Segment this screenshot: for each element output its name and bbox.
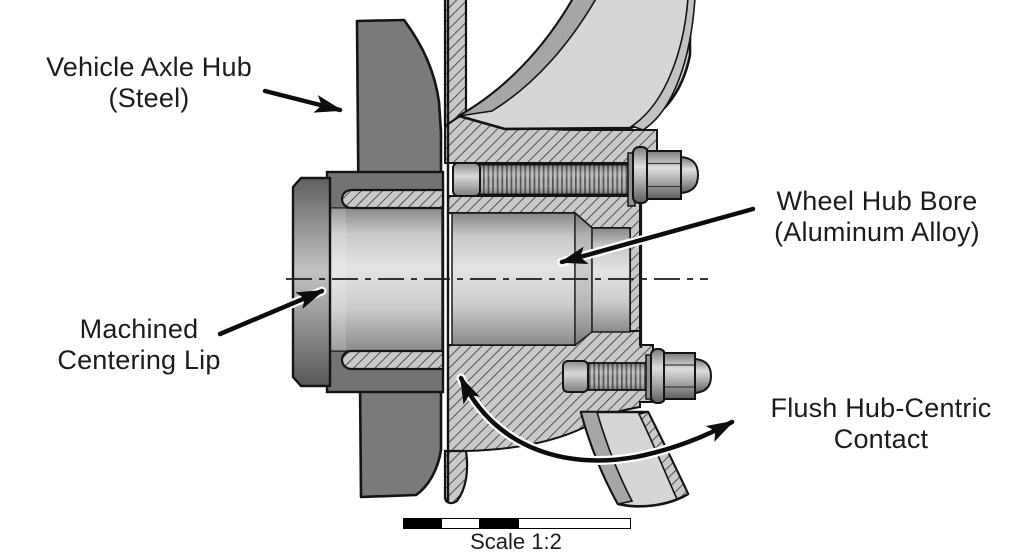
- axle-snout-end-cap: [291, 176, 332, 388]
- wheel-spoke-top: [457, 0, 696, 131]
- spoke-top-shade-band: [458, 0, 597, 117]
- lug-nut-top: [632, 146, 700, 204]
- scale-bar-segment: [440, 519, 481, 528]
- scale-bar: [403, 518, 631, 529]
- arrow-centering-lip: [217, 288, 325, 337]
- lug-nut-hex-bottom: [663, 352, 696, 400]
- leader-arrows: [215, 86, 758, 465]
- scale-label: Scale 1:2: [470, 529, 562, 554]
- label-line: Contact: [833, 424, 929, 454]
- lug-nut-hex-top: [646, 150, 682, 200]
- vehicle-axle-hub: [291, 18, 445, 499]
- lug-nut-dome-top: [680, 155, 700, 195]
- lug-nut-bottom: [650, 348, 713, 404]
- lug-nut-washer-bottom: [650, 348, 666, 404]
- label-vehicle-axle-hub: Vehicle Axle Hub (Steel): [18, 52, 280, 114]
- machined-centering-lip: [340, 188, 445, 371]
- stud-thread-bottom-shade: [586, 363, 648, 390]
- scale-bar-segment: [480, 519, 518, 528]
- label-line: (Aluminum Alloy): [774, 217, 980, 247]
- stud-thread-top-shade: [478, 164, 630, 195]
- label-line: Centering Lip: [57, 345, 221, 375]
- label-line: Vehicle Axle Hub: [46, 52, 252, 82]
- label-wheel-hub-bore: Wheel Hub Bore (Aluminum Alloy): [737, 186, 1017, 248]
- lug-nut-washer-top: [632, 146, 649, 204]
- centering-lip-wall-top: [340, 188, 445, 210]
- centering-lip-wall-bottom: [340, 349, 445, 371]
- wheel-stud-top: [452, 146, 700, 207]
- arrow-flush-contact: [458, 375, 735, 463]
- scale-bar-segment: [517, 519, 631, 528]
- label-line: (Steel): [108, 83, 190, 113]
- stud-head-bottom: [562, 360, 589, 393]
- arrow-hub-bore: [559, 206, 756, 265]
- wheel-hub: [443, 0, 696, 508]
- arrow-axle-hub: [262, 88, 343, 113]
- label-line: Wheel Hub Bore: [776, 186, 978, 216]
- label-line: Machined: [79, 314, 199, 344]
- scale-bar-segment: [404, 519, 441, 528]
- label-machined-centering-lip: Machined Centering Lip: [19, 314, 259, 376]
- spoke-top-rim-edge: [630, 0, 696, 131]
- stud-head-top: [452, 162, 481, 197]
- wheel-disc-bottom: [443, 449, 469, 505]
- label-line: Flush Hub-Centric: [770, 393, 992, 423]
- label-flush-hub-centric-contact: Flush Hub-Centric Contact: [741, 393, 1021, 455]
- lug-nut-dome-bottom: [694, 357, 713, 395]
